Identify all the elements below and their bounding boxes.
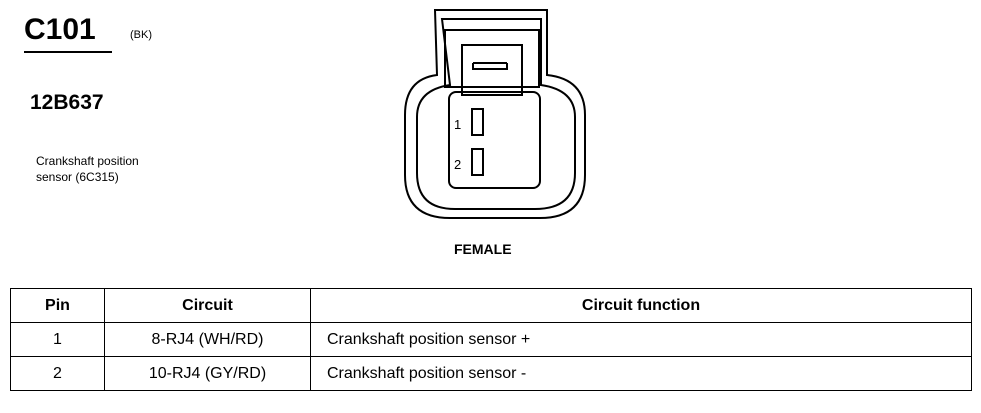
cell-circuit-function: Crankshaft position sensor + <box>310 322 972 357</box>
cell-pin: 1 <box>10 322 105 357</box>
lock-tab-inner <box>461 44 523 96</box>
table-header-row: Pin Circuit Circuit function <box>10 288 972 323</box>
lock-tab-notch <box>472 62 508 70</box>
table-row: 2 10-RJ4 (GY/RD) Crankshaft position sen… <box>10 356 972 391</box>
lock-tab-outer <box>444 29 540 88</box>
connector-id-underline <box>24 51 112 53</box>
header-circuit: Circuit <box>104 288 311 323</box>
pin-1-label: 1 <box>454 117 461 132</box>
description-line-2: sensor (6C315) <box>36 170 119 184</box>
connector-description: Crankshaft position sensor (6C315) <box>36 153 236 185</box>
connector-face-diagram: 1 2 <box>404 9 586 219</box>
header-circuit-function: Circuit function <box>310 288 972 323</box>
pin-1-terminal <box>471 108 484 136</box>
pin-2-terminal <box>471 148 484 176</box>
connector-outer-shell <box>404 9 586 219</box>
table-row: 1 8-RJ4 (WH/RD) Crankshaft position sens… <box>10 322 972 357</box>
terminal-cavity-block <box>448 91 541 189</box>
connector-color-code: (BK) <box>130 29 152 41</box>
description-line-1: Crankshaft position <box>36 154 139 168</box>
cell-circuit: 10-RJ4 (GY/RD) <box>104 356 311 391</box>
cell-pin: 2 <box>10 356 105 391</box>
pin-2-label: 2 <box>454 157 461 172</box>
cell-circuit: 8-RJ4 (WH/RD) <box>104 322 311 357</box>
connector-inner-shell <box>416 18 576 210</box>
header-pin: Pin <box>10 288 105 323</box>
part-number: 12B637 <box>30 91 104 114</box>
connector-gender-label: FEMALE <box>454 241 512 257</box>
pin-circuit-table: Pin Circuit Circuit function 1 8-RJ4 (WH… <box>10 288 972 391</box>
connector-id: C101 <box>24 13 96 46</box>
cell-circuit-function: Crankshaft position sensor - <box>310 356 972 391</box>
